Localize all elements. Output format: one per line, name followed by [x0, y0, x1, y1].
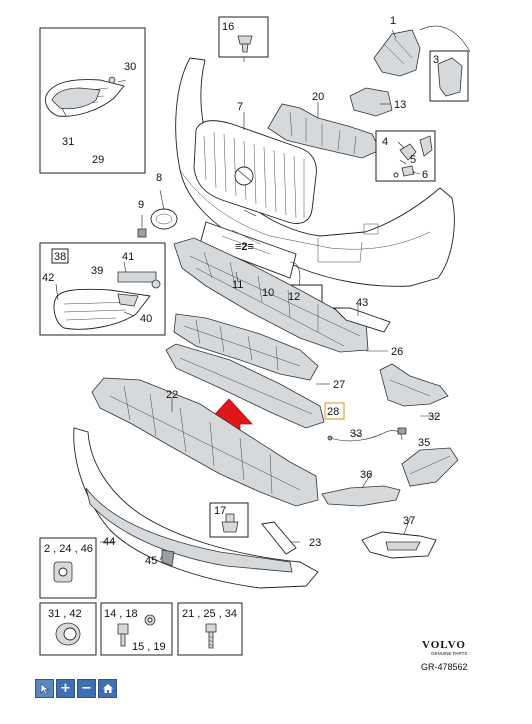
callout-labels: 1 3 4 5 6 7 8 9 10 11 12 13 16 17 20 22 …	[42, 15, 440, 567]
washer-15-19	[144, 614, 156, 626]
callout-32: 32	[428, 411, 440, 423]
viewer-toolbar: + −	[35, 679, 117, 699]
callout-40: 40	[140, 313, 152, 325]
callout-45: 45	[145, 555, 157, 567]
detail-label-21-25-34: 21 , 25 , 34	[182, 608, 237, 620]
detail-label-2-24-46: 2 , 24 , 46	[44, 543, 93, 555]
svg-text:≡2≡: ≡2≡	[235, 241, 254, 253]
callout-33: 33	[350, 428, 362, 440]
highlight-box-28	[324, 402, 345, 420]
seal-43	[332, 307, 391, 333]
clip-17	[221, 513, 239, 533]
zoom-in-button[interactable]: +	[56, 679, 75, 698]
screw-21-25-34	[205, 623, 217, 649]
nut-2-24-46	[53, 561, 73, 583]
callout-17: 17	[214, 505, 226, 517]
brand-logo: VOLVO	[422, 639, 466, 651]
callout-12: 12	[288, 291, 300, 303]
detail-box-labels: 2 , 24 , 46 31 , 42 14 , 18 15 , 19 21 ,…	[44, 543, 237, 653]
callout-13: 13	[394, 99, 406, 111]
underbody-shield-22	[91, 377, 319, 507]
callout-42: 42	[42, 272, 54, 284]
license-plate-bracket-10: ≡2≡	[199, 221, 297, 279]
bolt-9	[137, 228, 147, 238]
callout-27: 27	[333, 379, 345, 391]
bolt-14-18	[117, 623, 129, 647]
callout-43: 43	[356, 297, 368, 309]
bumper-absorber-26	[173, 237, 369, 353]
side-vent-39	[53, 271, 161, 330]
callout-39: 39	[91, 265, 103, 277]
wiring-33	[327, 427, 407, 442]
drl-35	[401, 447, 459, 487]
reinforcement-27	[173, 313, 319, 381]
callout-38: 38	[54, 251, 66, 263]
home-icon[interactable]	[98, 679, 117, 698]
callout-30: 30	[124, 61, 136, 73]
detail-label-15-19: 15 , 19	[132, 641, 166, 653]
diagram-reference: GR-478562	[421, 662, 468, 672]
callout-26: 26	[391, 346, 403, 358]
callout-37: 37	[403, 515, 415, 527]
callout-31: 31	[62, 136, 74, 148]
callout-6: 6	[422, 169, 428, 181]
fog-lamp-trim-36	[321, 485, 401, 507]
bracket-3	[437, 57, 463, 97]
emblem-8	[150, 208, 178, 230]
callout-1: 1	[390, 15, 396, 27]
callout-5: 5	[410, 154, 416, 166]
bracket-1	[373, 25, 471, 77]
callout-20: 20	[312, 91, 324, 103]
callout-3: 3	[433, 54, 439, 66]
brand-sub: GENUINE PARTS	[431, 651, 467, 656]
callout-22: 22	[166, 389, 178, 401]
callout-7: 7	[237, 101, 243, 113]
callout-36: 36	[360, 469, 372, 481]
callout-41: 41	[122, 251, 134, 263]
cursor-icon[interactable]	[35, 679, 54, 698]
bracket-13	[349, 87, 393, 117]
callout-10: 10	[262, 287, 274, 299]
callout-8: 8	[156, 172, 162, 184]
trim-23	[261, 521, 297, 555]
callout-29: 29	[92, 154, 104, 166]
bracket-32	[379, 363, 449, 407]
callout-9: 9	[138, 199, 144, 211]
spoiler-28	[165, 343, 325, 429]
detail-label-31-42: 31 , 42	[48, 608, 82, 620]
callout-4: 4	[382, 136, 388, 148]
clip-45	[161, 549, 175, 567]
grommet-31-42	[55, 622, 81, 646]
callout-28: 28	[327, 406, 339, 418]
brand-block: VOLVO GENUINE PARTS GR-478562	[421, 639, 468, 672]
callout-11: 11	[232, 279, 243, 291]
clip-16	[237, 35, 253, 53]
leader-lines	[55, 29, 440, 561]
radiator-grille	[193, 120, 317, 224]
trim-37	[361, 531, 437, 559]
air-vent-29	[45, 76, 125, 117]
callout-23: 23	[309, 537, 321, 549]
callout-16: 16	[222, 21, 234, 33]
zoom-out-button[interactable]: −	[77, 679, 96, 698]
callout-44: 44	[103, 536, 115, 548]
callout-35: 35	[418, 437, 430, 449]
lower-cover-44	[73, 427, 319, 589]
detail-label-14-18: 14 , 18	[104, 608, 138, 620]
